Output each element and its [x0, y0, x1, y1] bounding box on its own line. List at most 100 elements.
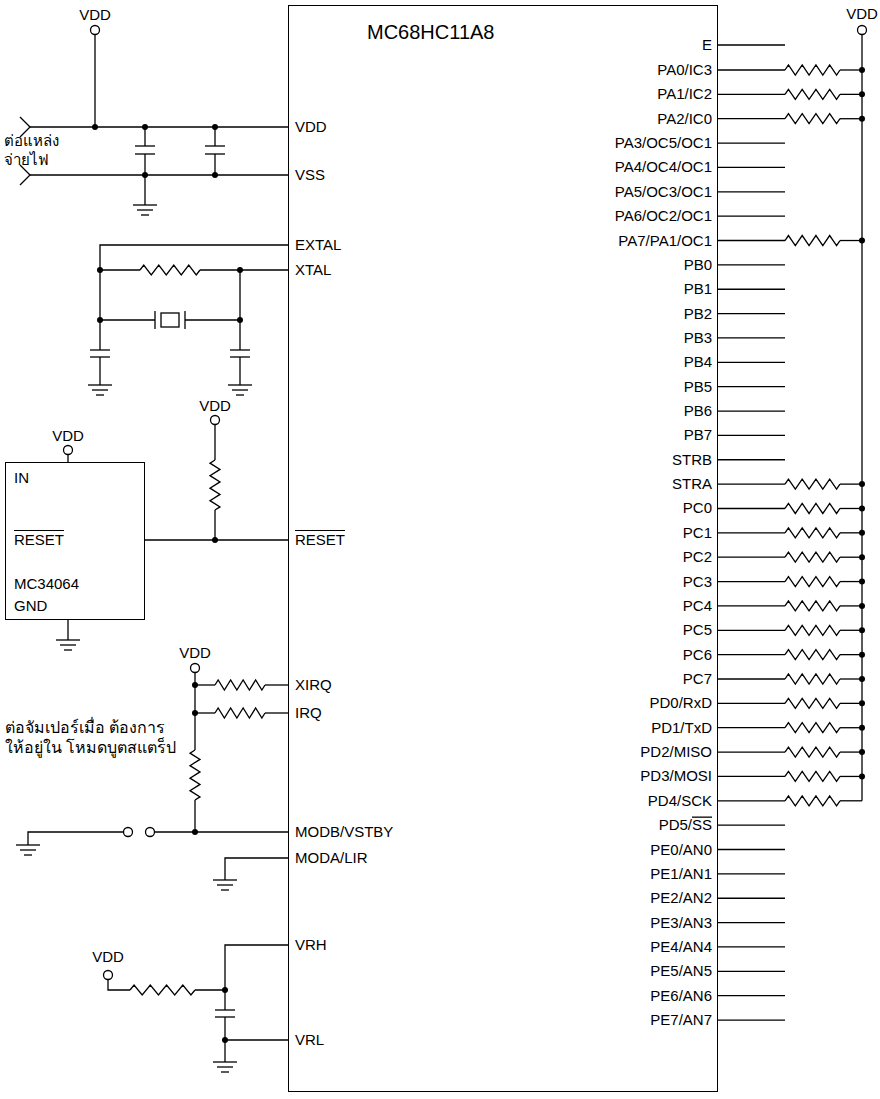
wire [94, 35, 95, 127]
wire [100, 245, 288, 350]
pin-line [718, 849, 785, 850]
wire [840, 240, 862, 241]
pin-name: PA6/OC2/OC1 [615, 207, 712, 225]
pin-name: VRL [295, 1031, 324, 1049]
wire [185, 319, 240, 320]
pin-line [718, 825, 785, 826]
power-label: VDD [199, 397, 231, 415]
power-label: VDD [179, 644, 211, 662]
pin-name: PC2 [683, 548, 712, 566]
pin-line [718, 605, 785, 606]
terminal [64, 446, 73, 455]
resistor-symbol [785, 114, 840, 124]
power-label: VDD [79, 6, 111, 24]
wire [200, 269, 240, 270]
wire [67, 620, 68, 640]
junction-dot [859, 530, 865, 536]
crystal-symbol [184, 311, 185, 329]
resistor-symbol [785, 528, 840, 538]
pin-name: VRH [295, 936, 327, 954]
junction-dot [859, 725, 865, 731]
pin-name: PD1/TxD [651, 719, 712, 737]
wire [225, 1039, 288, 1040]
junction-dot [192, 710, 198, 716]
junction-dot [859, 700, 865, 706]
pin-name: PE7/AN7 [650, 1011, 712, 1029]
pin-name: PE2/AN2 [650, 889, 712, 907]
wire [155, 831, 289, 832]
wire [239, 357, 240, 385]
wire [840, 508, 862, 509]
pin-line [718, 264, 785, 265]
ground-symbol [217, 1066, 233, 1067]
pin-name: PA2/IC0 [657, 110, 712, 128]
junction-dot [859, 91, 865, 97]
pin-name: PC5 [683, 621, 712, 639]
pin-name: IN [14, 469, 29, 487]
ground-symbol [221, 889, 229, 890]
resistor-symbol [785, 674, 840, 684]
power-label: VDD [846, 5, 878, 23]
resistor-symbol [215, 708, 265, 718]
wire [30, 174, 288, 175]
wire [840, 69, 862, 70]
junction-dot [142, 124, 148, 130]
wire [194, 800, 195, 832]
terminal [211, 416, 220, 425]
pin-name: RESET [295, 531, 345, 549]
wire [67, 455, 68, 462]
wire [840, 483, 862, 484]
crystal-symbol [154, 311, 155, 329]
resistor-symbol [785, 479, 840, 489]
pin-line [718, 946, 785, 947]
capacitor-symbol [90, 349, 110, 350]
pin-name: PD0/RxD [649, 694, 712, 712]
wire [28, 832, 124, 845]
pin-line [718, 142, 785, 143]
wire [840, 751, 862, 752]
capacitor-symbol [205, 145, 225, 146]
pin-name: PD3/MOSI [640, 767, 712, 785]
pin-line [718, 435, 785, 436]
pin-line [718, 508, 785, 509]
wire [144, 154, 145, 175]
junction-dot [92, 124, 98, 130]
resistor-symbol [785, 771, 840, 781]
terminal [191, 664, 200, 673]
wire [214, 510, 215, 540]
wire [840, 532, 862, 533]
resistor-symbol [785, 65, 840, 75]
ground-symbol [228, 384, 252, 385]
pin-line [718, 898, 785, 899]
pin-line [718, 459, 785, 460]
capacitor-symbol [230, 349, 250, 350]
ground-symbol [213, 879, 237, 880]
pin-name: PB3 [684, 329, 712, 347]
junction-dot [192, 682, 198, 688]
pin-name: PC6 [683, 646, 712, 664]
pin-name: PC0 [683, 499, 712, 517]
pin-name: STRA [672, 475, 712, 493]
wire [840, 776, 862, 777]
pin-line [718, 337, 785, 338]
terminal [124, 828, 133, 837]
pin-name: PD4/SCK [648, 792, 712, 810]
pin-name: PC4 [683, 597, 712, 615]
ground-symbol [236, 394, 244, 395]
resistor-symbol [785, 236, 840, 246]
junction-dot [222, 987, 228, 993]
junction-dot [859, 749, 865, 755]
pin-name: PA1/IC2 [657, 85, 712, 103]
pin-name: PE4/AN4 [650, 938, 712, 956]
ground-symbol [64, 649, 72, 650]
resistor-symbol [785, 698, 840, 708]
wire [840, 557, 862, 558]
junction-dot [859, 652, 865, 658]
pin-line [718, 118, 785, 119]
wire [840, 605, 862, 606]
junction-dot [859, 505, 865, 511]
capacitor-symbol [135, 145, 155, 146]
pin-line [718, 1019, 785, 1020]
junction-dot [97, 267, 103, 273]
terminal [858, 26, 867, 35]
